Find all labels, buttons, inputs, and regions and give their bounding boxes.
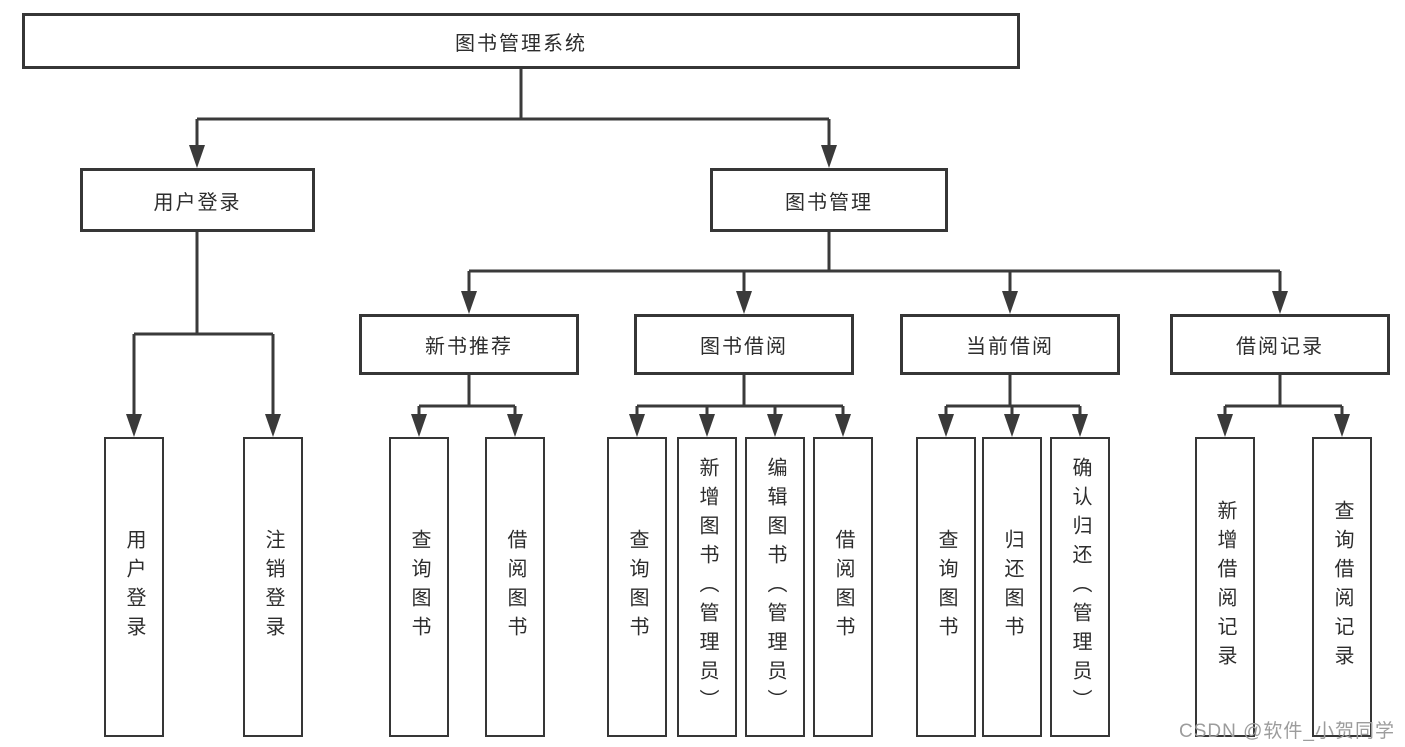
leaf-edit-books-admin: 编辑图书（管理员）: [745, 437, 805, 737]
connector-current-borrow-to-leaves: [938, 375, 1088, 437]
node-current-borrow: 当前借阅: [900, 314, 1120, 375]
node-library-management-system: 图书管理系统: [22, 13, 1020, 69]
connector-borrow-records-to-leaves: [1217, 375, 1350, 437]
leaf-user-login: 用户登录: [104, 437, 164, 737]
node-borrow-records: 借阅记录: [1170, 314, 1390, 375]
connector-new-book-recommend-to-leaves: [411, 375, 523, 437]
node-book-borrow: 图书借阅: [634, 314, 854, 375]
leaf-query-books-recommend: 查询图书: [389, 437, 449, 737]
node-user-login: 用户登录: [80, 168, 315, 232]
leaf-logout: 注销登录: [243, 437, 303, 737]
leaf-return-books: 归还图书: [982, 437, 1042, 737]
leaf-add-borrow-record: 新增借阅记录: [1195, 437, 1255, 737]
leaf-add-books-admin: 新增图书（管理员）: [677, 437, 737, 737]
node-book-management: 图书管理: [710, 168, 948, 232]
connector-user-login-to-leaves: [126, 232, 281, 437]
connector-book-management-to-level3: [461, 232, 1288, 314]
leaf-query-borrow-record: 查询借阅记录: [1312, 437, 1372, 737]
leaf-borrow-books-recommend: 借阅图书: [485, 437, 545, 737]
csdn-watermark: CSDN @软件_小贺同学: [1179, 721, 1395, 742]
connector-book-borrow-to-leaves: [629, 375, 851, 437]
leaf-query-books-borrow: 查询图书: [607, 437, 667, 737]
leaf-borrow-books: 借阅图书: [813, 437, 873, 737]
leaf-confirm-return-admin: 确认归还（管理员）: [1050, 437, 1110, 737]
connector-root-to-level2: [189, 69, 837, 168]
leaf-query-books-current: 查询图书: [916, 437, 976, 737]
node-new-book-recommend: 新书推荐: [359, 314, 579, 375]
